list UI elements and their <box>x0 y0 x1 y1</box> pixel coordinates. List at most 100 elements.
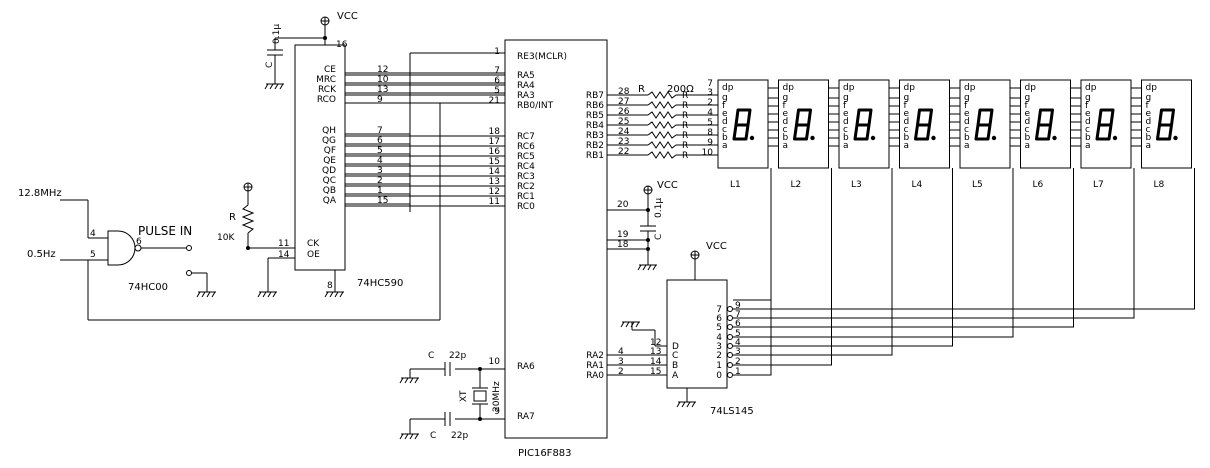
digit-select-wire <box>733 168 1074 328</box>
ls145-in-num: 13 <box>650 347 661 357</box>
nand-name: 74HC00 <box>128 282 168 293</box>
segment-label: g <box>722 93 728 103</box>
digit-select-wire <box>733 168 832 366</box>
hc590-pin-num: 3 <box>377 166 383 176</box>
resistor-symbol <box>647 151 677 159</box>
pic-pin-label: RB4 <box>586 121 604 131</box>
pic-pin-num: 18 <box>489 127 501 137</box>
ls145-out-bubble <box>727 334 733 340</box>
pic-pin-label: RB0/INT <box>517 101 554 111</box>
resistor-symbol <box>647 91 677 99</box>
digit-dp <box>870 135 876 141</box>
ground-icon <box>264 83 284 90</box>
hc590-ck-num: 11 <box>278 239 289 249</box>
junction-dot <box>646 208 650 212</box>
segment-label: e <box>722 109 728 119</box>
segment-label: b <box>904 133 910 143</box>
segment-pin-num: 8 <box>707 128 713 138</box>
hc590-pin-label: MRC <box>316 75 336 85</box>
pulse-in-terminal-a[interactable] <box>186 245 192 251</box>
vcc-label-ls145: VCC <box>706 241 727 252</box>
resistor-label: R <box>682 101 688 111</box>
pic-pin-label: RA4 <box>517 81 535 91</box>
pic-pin-num: 2 <box>618 367 624 377</box>
cap-top-value: 0.1μ <box>272 24 282 44</box>
pic-pin-num: 23 <box>618 137 629 147</box>
segment-label: a <box>783 141 789 151</box>
ls145-out-pin: 6 <box>735 319 741 329</box>
segment-label: g <box>1146 93 1152 103</box>
resistor-array-value: 200Ω <box>667 84 694 95</box>
pic-pin-num: 25 <box>618 117 629 127</box>
segment-label: g <box>843 93 849 103</box>
display-label: L3 <box>851 180 862 190</box>
hc590-oe-label: OE <box>307 250 320 260</box>
ls145-out-label: 3 <box>716 342 722 352</box>
hc590-pin-label: QE <box>323 156 336 166</box>
resistor-symbol <box>647 111 677 119</box>
segment-label: dp <box>1085 83 1097 93</box>
pic-pin-label: RB6 <box>586 101 604 111</box>
resistor-pullup-value: 10K <box>217 233 235 243</box>
pic-pin-label: RC6 <box>517 142 535 152</box>
digit-segments <box>853 108 873 141</box>
segment-label: d <box>964 117 970 127</box>
segment-label: g <box>783 93 789 103</box>
segment-pin-num: 4 <box>707 108 713 118</box>
hc590-pin-num: 15 <box>377 196 388 206</box>
pic-pin-vdd: 20 <box>617 200 629 210</box>
junction-dot <box>323 36 327 40</box>
segment-label: c <box>722 125 727 135</box>
ground-icon <box>257 291 277 298</box>
resistor-symbol <box>647 131 677 139</box>
segment-label: dp <box>964 83 976 93</box>
segment-label: e <box>783 109 789 119</box>
digit-select-wire <box>733 168 1014 338</box>
ls145-out-pin: 4 <box>735 338 741 348</box>
hc590-pin-num: 1 <box>377 186 383 196</box>
segment-label: dp <box>1146 83 1158 93</box>
resistor-symbol <box>647 101 677 109</box>
pic-pin-num: 17 <box>489 137 500 147</box>
digit-dp <box>1173 135 1178 141</box>
segment-label: g <box>904 93 910 103</box>
pic-pin-num: 3 <box>618 357 624 367</box>
segment-label: f <box>783 101 787 111</box>
segment-label: f <box>1146 101 1150 111</box>
segment-pin-num: 3 <box>707 88 713 98</box>
ls145-out-label: 2 <box>716 351 722 361</box>
segment-label: f <box>843 101 847 111</box>
digit-select-wire <box>733 168 893 356</box>
pic-pin-label: RC2 <box>517 182 535 192</box>
digit-segments <box>914 108 933 141</box>
ground-icon <box>637 264 657 271</box>
segment-label: a <box>1146 141 1152 151</box>
ls145-in-label: B <box>672 361 678 371</box>
segment-pin-num: 7 <box>707 79 713 89</box>
pic-pin-num: 15 <box>489 157 500 167</box>
ls145-out-pin: 1 <box>735 367 741 377</box>
pic-pin-label: RB7 <box>586 91 604 101</box>
segment-label: b <box>722 133 728 143</box>
xtal-name: XT <box>459 390 469 402</box>
display-label: L1 <box>730 180 741 190</box>
digit-select-wire <box>733 168 772 376</box>
digit-dp <box>1112 135 1118 141</box>
hc590-pin-label: QC <box>323 176 336 186</box>
display-label: L5 <box>972 180 983 190</box>
ls145-out-bubble <box>727 352 733 358</box>
ls145-body <box>666 279 728 389</box>
pic-pin-label: RA5 <box>517 71 535 81</box>
ls145-out-bubble <box>727 324 733 330</box>
segment-label: c <box>904 125 909 135</box>
pulse-in-terminal-b[interactable] <box>186 270 192 276</box>
vcc-label-pic: VCC <box>657 180 678 191</box>
pic-pin-label: RA1 <box>586 361 604 371</box>
segment-label: g <box>964 93 970 103</box>
segment-pin-num: 5 <box>707 118 713 128</box>
